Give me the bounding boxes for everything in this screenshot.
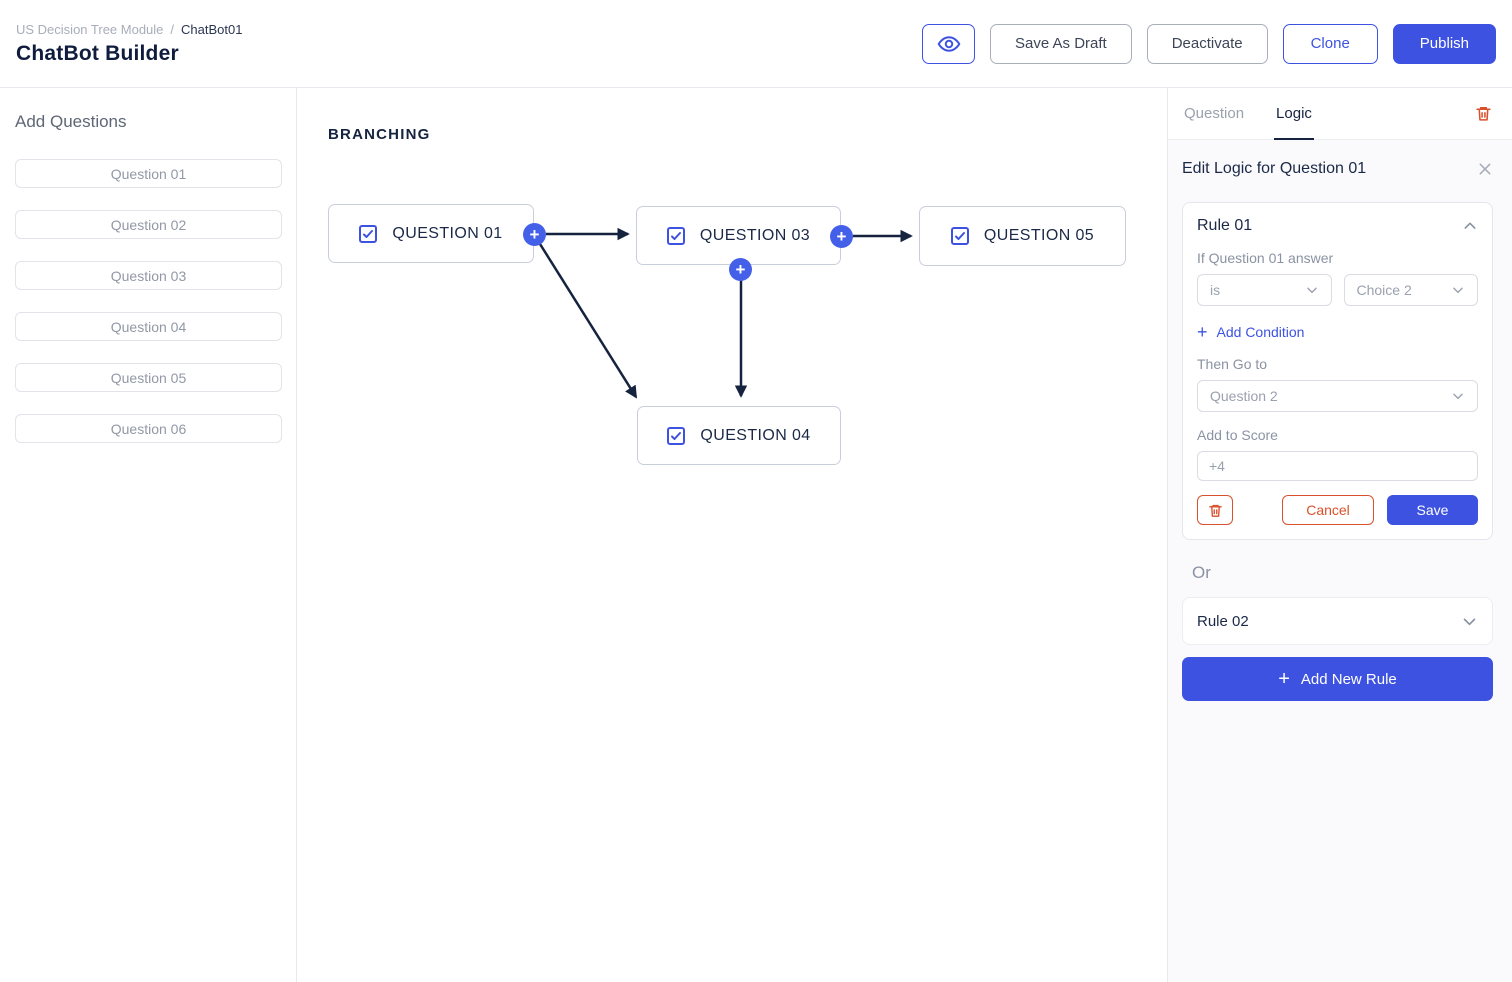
node-question-04-checkbox[interactable] xyxy=(667,426,686,445)
edit-logic-heading: Edit Logic for Question 01 xyxy=(1182,160,1367,177)
node-label: QUESTION 01 xyxy=(392,224,503,242)
add-branch-button-q3-right[interactable]: + xyxy=(830,225,853,248)
chevron-up-icon[interactable] xyxy=(1462,218,1478,234)
or-label: Or xyxy=(1192,563,1211,582)
node-label: QUESTION 04 xyxy=(700,426,811,444)
node-question-03[interactable]: QUESTION 03 xyxy=(636,206,841,265)
operator-select[interactable]: is xyxy=(1197,274,1332,306)
breadcrumb-separator: / xyxy=(170,21,175,37)
logic-panel-body: Edit Logic for Question 01 Rule 01 If Qu… xyxy=(1168,140,1512,701)
save-as-draft-button[interactable]: Save As Draft xyxy=(990,23,1132,64)
operator-value: is xyxy=(1210,282,1221,298)
plus-icon: + xyxy=(1278,668,1290,690)
chevron-down-icon xyxy=(1453,393,1463,400)
branching-canvas: BRANCHING QUESTION 01 QUESTION 03 xyxy=(297,88,1167,982)
trash-icon xyxy=(1476,107,1491,121)
then-go-to-label: Then Go to xyxy=(1197,356,1268,372)
condition-label: If Question 01 answer xyxy=(1197,250,1334,266)
go-to-value: Question 2 xyxy=(1210,388,1278,404)
plus-icon: + xyxy=(735,260,746,279)
trash-icon xyxy=(1208,504,1222,517)
add-branch-button-q3-bottom[interactable]: + xyxy=(729,258,752,281)
sidebar-item-question-06[interactable]: Question 06 xyxy=(15,414,282,443)
rule-01-title: Rule 01 xyxy=(1197,217,1253,234)
choice-value: Choice 2 xyxy=(1356,282,1412,298)
sidebar-title: Add Questions xyxy=(15,112,127,131)
publish-button[interactable]: Publish xyxy=(1392,23,1496,64)
plus-icon: + xyxy=(529,225,540,244)
save-button[interactable]: Save xyxy=(1387,495,1478,525)
node-question-05[interactable]: QUESTION 05 xyxy=(919,206,1126,266)
add-branch-button-q1[interactable]: + xyxy=(523,223,546,246)
check-icon xyxy=(954,232,965,240)
cancel-button[interactable]: Cancel xyxy=(1282,495,1374,525)
tab-logic[interactable]: Logic xyxy=(1274,88,1314,140)
rule-01-header[interactable]: Rule 01 xyxy=(1197,217,1478,235)
sidebar-item-question-02[interactable]: Question 02 xyxy=(15,210,282,239)
clone-button[interactable]: Clone xyxy=(1282,23,1378,64)
add-new-rule-label: Add New Rule xyxy=(1300,670,1397,688)
plus-icon: + xyxy=(1197,322,1208,342)
go-to-select[interactable]: Question 2 xyxy=(1197,380,1478,412)
sidebar-item-question-05[interactable]: Question 05 xyxy=(15,363,282,392)
logic-panel-tabs: Question Logic xyxy=(1168,88,1512,140)
check-icon xyxy=(363,229,374,238)
tab-question[interactable]: Question xyxy=(1184,104,1245,122)
chevron-down-icon xyxy=(1306,287,1317,294)
node-question-05-checkbox[interactable] xyxy=(950,227,969,245)
main-layout: Add Questions Question 01 Question 02 Qu… xyxy=(0,88,1512,982)
add-to-score-label: Add to Score xyxy=(1197,427,1278,443)
app-header: US Decision Tree Module / ChatBot01 Chat… xyxy=(0,0,1512,88)
header-actions: Save As Draft Deactivate Clone Publish xyxy=(922,23,1496,64)
check-icon xyxy=(670,231,681,240)
node-label: QUESTION 03 xyxy=(699,226,811,244)
add-condition-label: Add Condition xyxy=(1216,324,1305,340)
delete-rule-button[interactable] xyxy=(1197,495,1233,525)
add-new-rule-button[interactable]: + Add New Rule xyxy=(1182,657,1493,701)
check-icon xyxy=(671,431,682,440)
node-question-01[interactable]: QUESTION 01 xyxy=(328,204,534,263)
sidebar-item-question-01[interactable]: Question 01 xyxy=(15,159,282,188)
breadcrumb-parent[interactable]: US Decision Tree Module xyxy=(16,21,164,37)
deactivate-button[interactable]: Deactivate xyxy=(1146,23,1268,64)
rule-02-title: Rule 02 xyxy=(1197,612,1249,630)
node-question-01-checkbox[interactable] xyxy=(359,224,378,243)
breadcrumb-current: ChatBot01 xyxy=(181,21,243,37)
plus-icon: + xyxy=(836,227,847,246)
canvas-title: BRANCHING xyxy=(328,126,431,143)
chevron-down-icon xyxy=(1453,287,1463,294)
preview-button[interactable] xyxy=(922,23,975,64)
sidebar-item-question-04[interactable]: Question 04 xyxy=(15,312,282,341)
rule-02-card[interactable]: Rule 02 xyxy=(1182,597,1493,645)
header-title-block: US Decision Tree Module / ChatBot01 Chat… xyxy=(16,22,242,66)
rule-01-card: Rule 01 If Question 01 answer is Choice … xyxy=(1182,202,1493,540)
node-question-04[interactable]: QUESTION 04 xyxy=(637,406,841,465)
breadcrumb: US Decision Tree Module / ChatBot01 xyxy=(16,22,242,37)
choice-select[interactable]: Choice 2 xyxy=(1343,274,1478,306)
close-panel-button[interactable] xyxy=(1477,161,1493,177)
chevron-down-icon xyxy=(1463,618,1476,625)
eye-icon xyxy=(936,31,962,57)
logic-panel: Question Logic Edit Logic for Question 0… xyxy=(1167,88,1512,982)
delete-question-button[interactable] xyxy=(1475,88,1492,139)
score-input[interactable] xyxy=(1197,451,1478,481)
edge-q1-q4 xyxy=(538,243,638,399)
sidebar-item-question-03[interactable]: Question 03 xyxy=(15,261,282,290)
page-title: ChatBot Builder xyxy=(16,41,179,65)
add-condition-button[interactable]: + Add Condition xyxy=(1197,323,1478,341)
add-questions-sidebar: Add Questions Question 01 Question 02 Qu… xyxy=(0,88,297,982)
close-icon xyxy=(1479,163,1491,175)
node-label: QUESTION 05 xyxy=(983,227,1095,244)
node-question-03-checkbox[interactable] xyxy=(666,226,685,245)
